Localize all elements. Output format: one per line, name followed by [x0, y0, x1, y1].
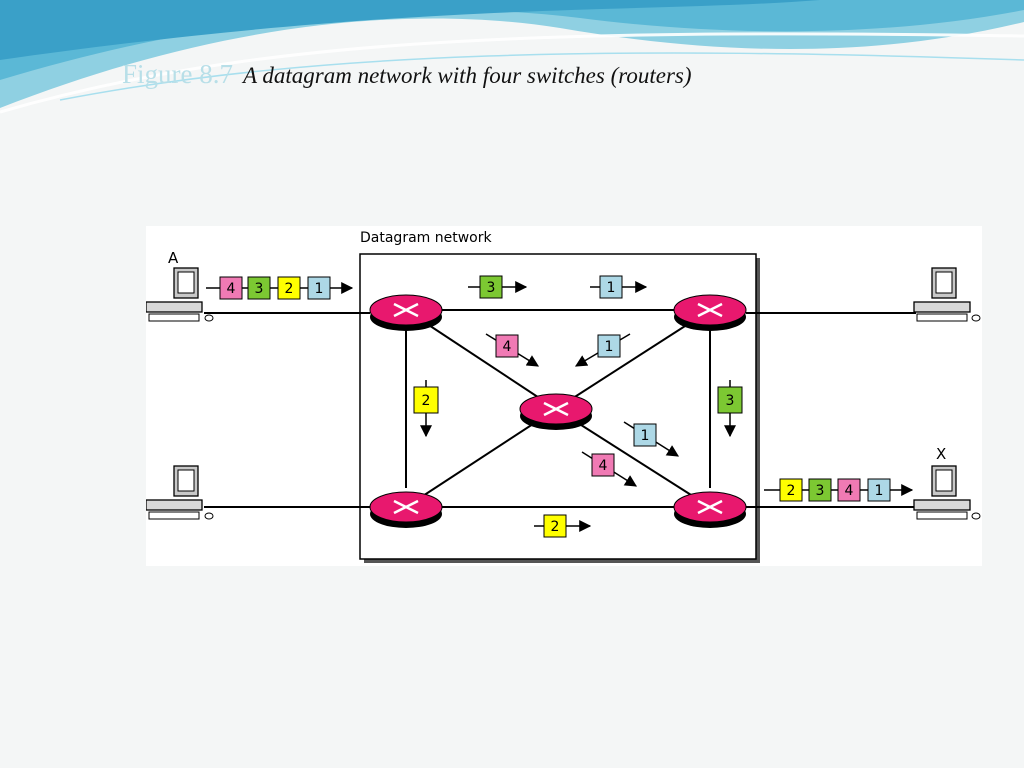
svg-text:4: 4: [599, 458, 608, 474]
router-bottom-right: [673, 491, 747, 528]
router-center: [519, 393, 593, 430]
svg-text:1: 1: [315, 281, 324, 297]
packet-4: 4: [219, 276, 243, 300]
network-links: [204, 309, 916, 508]
transit-packet-diag-left: 4: [485, 333, 540, 367]
packet-3: 3: [247, 276, 271, 300]
host-x-label: X: [936, 445, 946, 463]
svg-text:2: 2: [551, 519, 560, 535]
svg-text:3: 3: [816, 483, 825, 499]
computer-icon-host-bottom-left: [146, 465, 214, 520]
svg-text:1: 1: [607, 280, 616, 296]
packet-4: 4: [837, 478, 861, 502]
computer-icon-host-top-right: [913, 267, 981, 322]
figure-number: Figure 8.7: [122, 59, 233, 89]
transit-packet-bottom: 2: [534, 514, 592, 538]
svg-text:3: 3: [726, 393, 735, 409]
svg-text:3: 3: [255, 281, 264, 297]
svg-text:1: 1: [875, 483, 884, 499]
computer-icon-host-x: [913, 465, 981, 520]
packet-1: 1: [867, 478, 891, 502]
svg-text:2: 2: [285, 281, 294, 297]
transit-packet-left-vertical: 2: [413, 380, 439, 438]
figure-caption: A datagram network with four switches (r…: [243, 63, 692, 88]
transit-packet-right-vertical: 3: [717, 380, 743, 438]
svg-text:1: 1: [605, 339, 614, 355]
router-bottom-left: [369, 491, 443, 528]
router-top-right: [673, 294, 747, 331]
transit-packet-diag-right: 1: [574, 333, 631, 367]
figure-panel: Datagram network: [146, 226, 982, 566]
output-queue: 2 3 4 1: [764, 478, 914, 502]
svg-text:3: 3: [487, 280, 496, 296]
transit-packet-lower-4: 4: [581, 451, 638, 487]
packet-2: 2: [277, 276, 301, 300]
computer-icon-host-a: [146, 267, 214, 322]
packet-1: 1: [307, 276, 331, 300]
datagram-network-diagram: Datagram network: [146, 230, 981, 563]
svg-text:4: 4: [503, 339, 512, 355]
slide-title: Figure 8.7 A datagram network with four s…: [122, 54, 692, 91]
background-swoosh: [0, 0, 1024, 114]
transit-packet-top-right: 1: [590, 275, 648, 299]
svg-text:1: 1: [641, 428, 650, 444]
svg-text:2: 2: [422, 393, 431, 409]
packet-3: 3: [808, 478, 832, 502]
svg-text:2: 2: [787, 483, 796, 499]
input-queue: 4 3 2 1: [206, 276, 354, 300]
host-a-label: A: [168, 249, 179, 267]
svg-text:4: 4: [845, 483, 854, 499]
transit-packet-top-left: 3: [468, 275, 528, 299]
network-label: Datagram network: [360, 230, 492, 246]
packet-2: 2: [779, 478, 803, 502]
svg-text:4: 4: [227, 281, 236, 297]
transit-packet-lower-1: 1: [623, 421, 680, 457]
router-top-left: [369, 294, 443, 331]
